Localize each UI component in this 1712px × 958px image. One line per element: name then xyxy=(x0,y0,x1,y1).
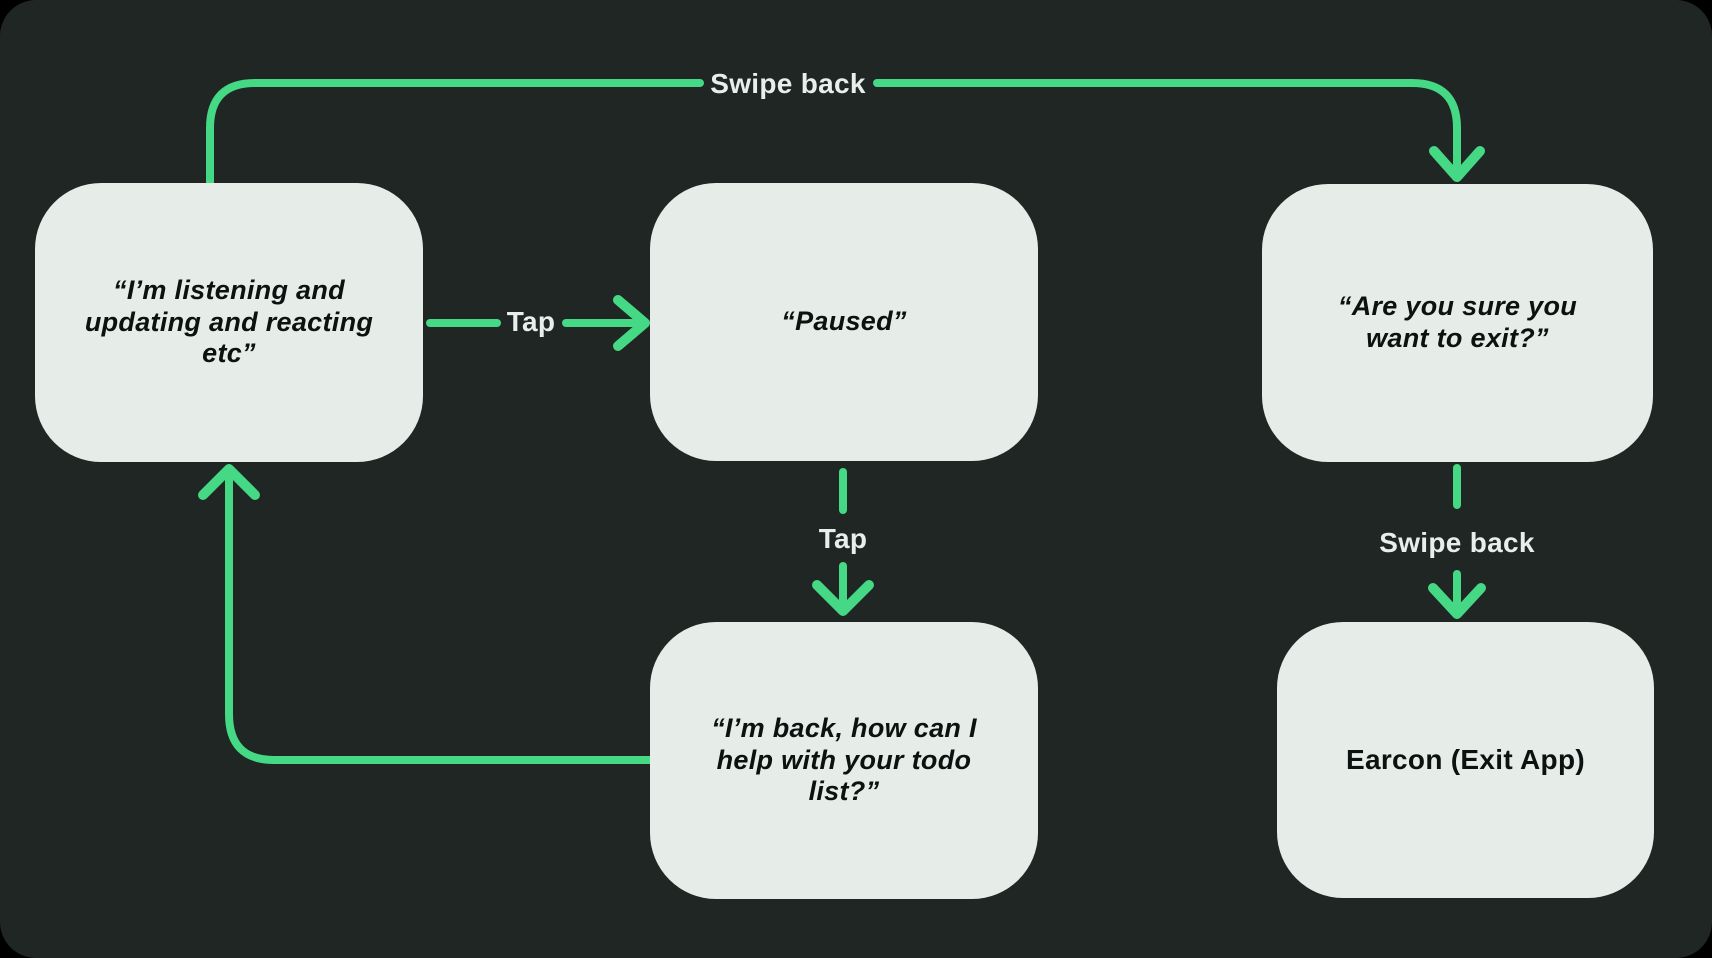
node-paused-state: “Paused” xyxy=(650,183,1038,461)
node-resume-state: “I’m back, how can I help with your todo… xyxy=(650,622,1038,899)
edge-label-swipe-back-top: Swipe back xyxy=(710,68,866,99)
edge-label-swipe-back-right: Swipe back xyxy=(1379,527,1535,558)
edge-label-tap-horizontal: Tap xyxy=(506,306,556,337)
node-listening-state: “I’m listening and updating and reacting… xyxy=(35,183,423,462)
node-exit-confirm-state: “Are you sure you want to exit?” xyxy=(1262,184,1653,462)
edge-label-tap-vertical: Tap xyxy=(818,523,868,554)
node-earcon-exit-state: Earcon (Exit App) xyxy=(1277,622,1654,898)
